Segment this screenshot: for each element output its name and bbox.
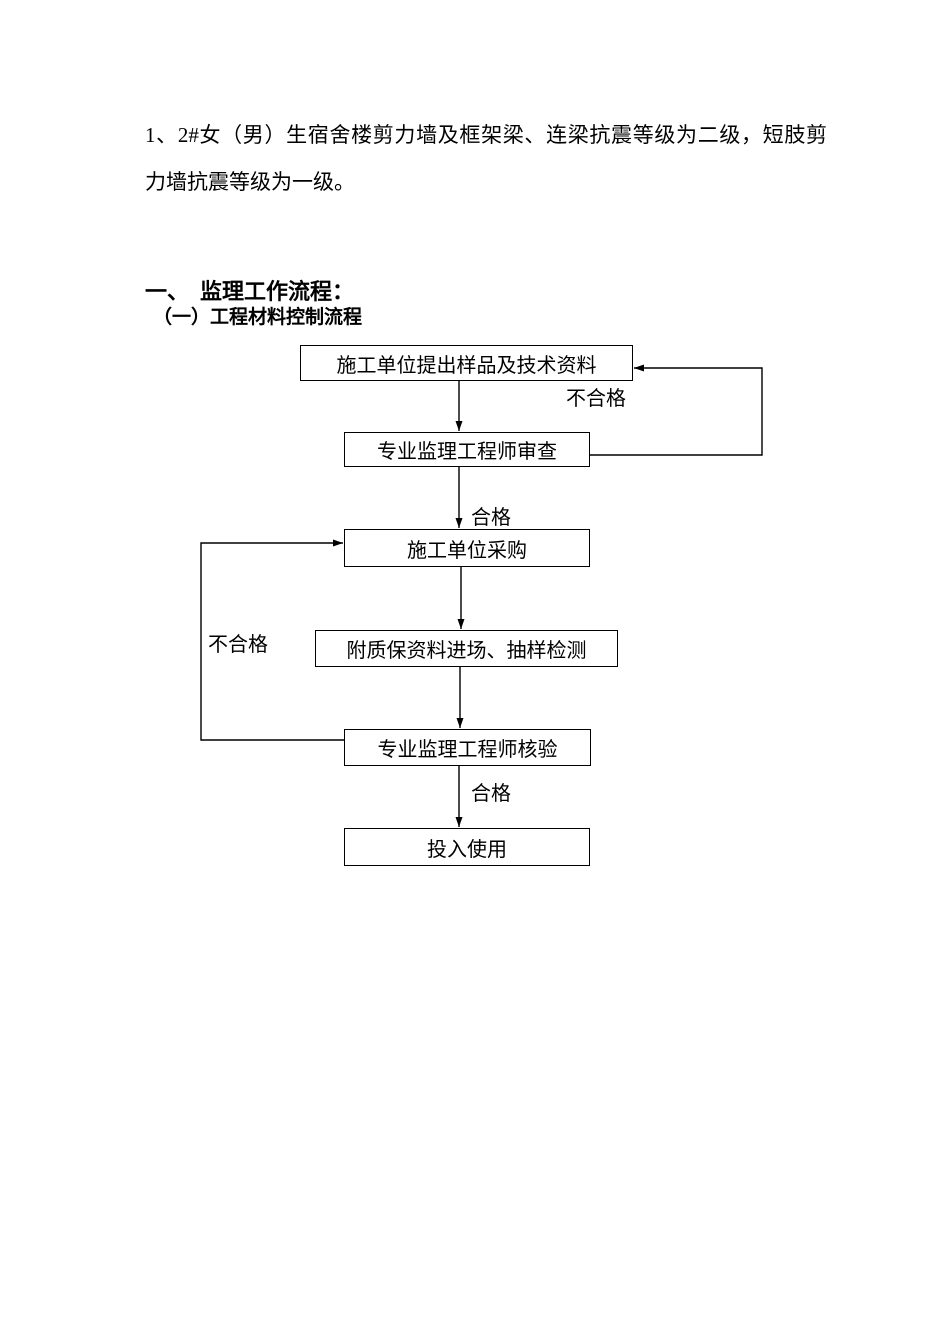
- flow-node-submit-samples: 施工单位提出样品及技术资料: [300, 345, 633, 381]
- edge-label-fail-to-resubmit: 不合格: [566, 388, 626, 410]
- flow-node-incoming-inspection: 附质保资料进场、抽样检测: [315, 630, 618, 667]
- flow-node-engineer-review: 专业监理工程师审查: [344, 432, 590, 467]
- section-heading: 一、 监理工作流程：: [145, 279, 355, 304]
- edge-label-pass-to-use: 合格: [471, 783, 511, 805]
- edge-label-fail-to-repurchase: 不合格: [208, 634, 268, 656]
- flow-node-put-into-use: 投入使用: [344, 828, 590, 866]
- intro-paragraph: 1、2#女（男）生宿舍楼剪力墙及框架梁、连梁抗震等级为二级，短肢剪力墙抗震等级为…: [145, 123, 827, 194]
- flow-node-contractor-purchase: 施工单位采购: [344, 529, 590, 567]
- sub-heading: （一）工程材料控制流程: [153, 307, 363, 328]
- edge-label-pass-to-purchase: 合格: [471, 507, 511, 529]
- flow-node-engineer-verification: 专业监理工程师核验: [344, 729, 591, 766]
